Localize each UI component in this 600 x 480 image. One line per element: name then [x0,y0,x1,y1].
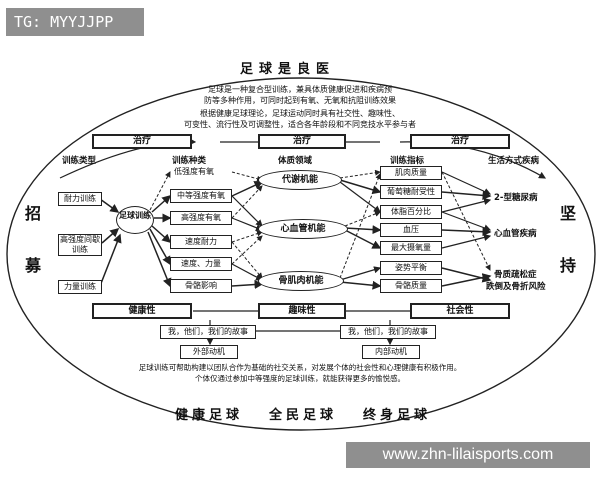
side-left-top: 招 [25,204,42,223]
story-right: 我，他们，我们的故事 [340,325,436,339]
indicator-muscle-mass: 肌肉质量 [380,166,442,180]
domain-cardiovascular: 心血管机能 [258,219,348,239]
watermark-tag: TG: MYYJJPP [6,8,144,36]
slogan-lifelong-football: 终身足球 [363,408,432,423]
outer-ellipse [6,77,596,431]
indicator-vo2max: 最大摄氧量 [380,241,442,255]
kind-speed-endurance: 速度耐力 [170,235,232,249]
footer-line-1: 足球训练可帮助构建以团队合作为基础的社交关系，对发展个体的社会性和心理健康有积极… [138,363,462,372]
disease-type2-diabetes: 2-型糖尿病 [494,193,538,203]
header-training-type: 训练类型 [62,156,97,166]
intro-line-4: 可变性、流行性及可调整性，适合各年龄段和不同竞技水平参与者 [184,120,416,129]
indicator-postural-balance: 姿势平衡 [380,261,442,275]
training-type-strength: 力量训练 [58,280,102,294]
kind-high-aerobic: 高强度有氧 [170,211,232,225]
football-training-node: 足球训练 [116,206,154,234]
disease-cardiovascular: 心血管疾病 [494,229,537,239]
kind-low-aerobic: 低强度有氧 [174,167,214,176]
training-type-endurance: 耐力训练 [58,192,102,206]
indicator-blood-pressure: 血压 [380,223,442,237]
header-lifestyle-disease: 生活方式疾病 [488,156,540,166]
story-left: 我，他们，我们的故事 [160,325,256,339]
disease-osteoporosis: 骨质疏松症 [494,270,537,280]
header-physique-domain: 体质领域 [278,156,313,166]
kind-speed-strength: 速度、力量 [170,257,232,271]
bar-health: 健康性 [92,303,192,319]
intro-line-2: 防等多种作用，可同时起到有氧、无氧和抗阻训练效果 [204,96,396,105]
indicator-glucose-tolerance: 葡萄糖耐受性 [380,185,442,199]
intro-line-1: 足球是一种复合型训练，兼具体质健康促进和疾病预 [208,85,392,94]
treatment-bar-left: 治疗 [92,134,192,149]
training-type-hiit: 高强度间歇训练 [58,234,102,256]
domain-metabolic: 代谢机能 [258,170,342,190]
motivation-external: 外部动机 [180,345,238,359]
bar-social: 社会性 [410,303,510,319]
header-training-indicator: 训练指标 [390,156,425,166]
diagram-title: 足球是良医 [240,62,336,77]
domain-musculoskeletal: 骨肌肉机能 [258,271,344,291]
motivation-internal: 内部动机 [362,345,420,359]
footer-line-2: 个体仅通过参加中等强度的足球训练，就能获得更多的愉悦感。 [195,374,405,383]
watermark-url: www.zhn-lilaisports.com [346,442,590,468]
kind-bone-impact: 骨骼影响 [170,279,232,293]
intro-line-3: 根据健康足球理论，足球运动同时具有社交性、趣味性、 [200,109,400,118]
treatment-bar-middle: 治疗 [258,134,346,149]
indicator-body-fat: 体脂百分比 [380,205,442,219]
slogan-healthy-football: 健康足球 [175,408,244,423]
side-right-bottom: 持 [560,256,577,275]
treatment-bar-right: 治疗 [410,134,510,149]
slogan-football-for-all: 全民足球 [269,408,338,423]
disease-fall-fracture-risk: 跌倒及骨折风险 [486,282,546,292]
header-training-kind: 训练种类 [172,156,207,166]
side-left-bottom: 募 [25,256,42,275]
kind-moderate-aerobic: 中等强度有氧 [170,189,232,203]
indicator-bone-mass: 骨骼质量 [380,279,442,293]
bar-fun: 趣味性 [258,303,346,319]
side-right-top: 坚 [560,204,577,223]
